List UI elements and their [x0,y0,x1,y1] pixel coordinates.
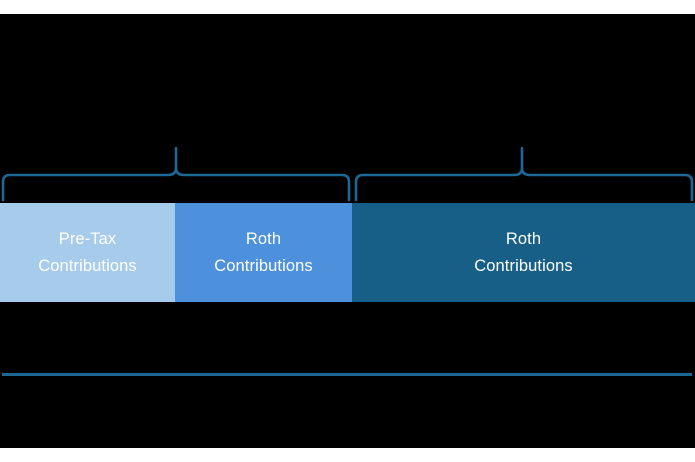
bar-segment-label: Pre-Tax Contributions [34,226,141,280]
bar-segment-label: Roth Contributions [210,226,317,280]
bar-segment-roth-contributions-1[interactable]: Roth Contributions [175,203,352,302]
bar-segment-label: Roth Contributions [470,226,577,280]
bar-segment-label-line1: Pre-Tax [58,229,117,248]
bar-segment-label-line2: Contributions [474,256,573,275]
bar-segment-roth-contributions-2[interactable]: Roth Contributions [352,203,695,302]
bar-segment-label-line1: Roth [505,229,542,248]
bar-segment-label-line2: Contributions [214,256,313,275]
horizontal-divider [2,373,692,376]
bar-segment-label-line2: Contributions [38,256,137,275]
bar-segment-label-line1: Roth [245,229,282,248]
stacked-bar: Pre-Tax Contributions Roth Contributions… [0,203,695,302]
bar-segment-pre-tax-contributions[interactable]: Pre-Tax Contributions [0,203,175,302]
